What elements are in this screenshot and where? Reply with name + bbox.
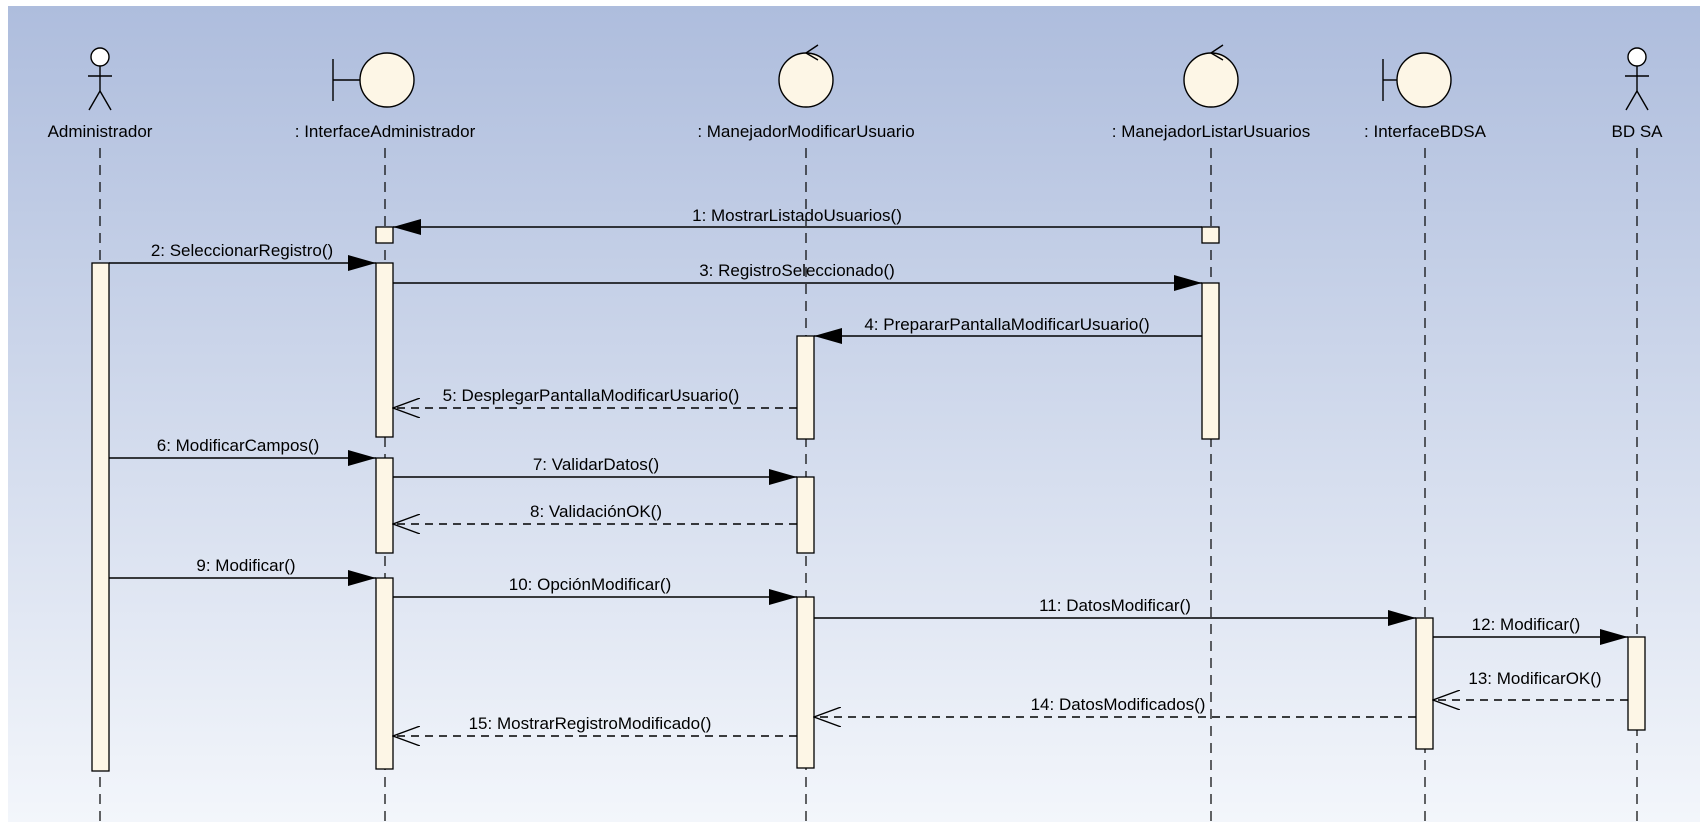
- participant-label: Administrador: [48, 122, 153, 141]
- activation-bd-sa: [1627, 636, 1646, 731]
- control-icon: [778, 44, 834, 108]
- activation-manejador-modificar-2: [796, 476, 815, 554]
- message-label-14: 14: DatosModificados(): [1031, 695, 1206, 714]
- boundary-icon: [1382, 52, 1452, 108]
- participant-label: : InterfaceAdministrador: [295, 122, 476, 141]
- activation-manejador-modificar-3: [796, 596, 815, 769]
- message-label-6: 6: ModificarCampos(): [157, 436, 320, 455]
- activation-manejador-listar-2: [1201, 282, 1220, 440]
- message-labels: 1: MostrarListadoUsuarios() 2: Seleccion…: [151, 206, 1602, 733]
- activation-manejador-modificar-1: [796, 335, 815, 440]
- participant-label: : InterfaceBDSA: [1364, 122, 1487, 141]
- participant-label: : ManejadorListarUsuarios: [1112, 122, 1310, 141]
- activation-interface-admin-3: [375, 457, 394, 554]
- actor-icon: [1625, 47, 1649, 111]
- activation-interface-admin-1: [375, 226, 394, 244]
- activations: [91, 226, 1646, 772]
- control-icon: [1183, 44, 1239, 108]
- boundary-icon: [332, 52, 415, 108]
- activation-interface-admin-2: [375, 262, 394, 438]
- activation-administrador: [91, 262, 110, 772]
- participant-manejador-modificar-usuario: : ManejadorModificarUsuario: [697, 44, 915, 822]
- message-label-5: 5: DesplegarPantallaModificarUsuario(): [443, 386, 740, 405]
- message-label-7: 7: ValidarDatos(): [533, 455, 659, 474]
- messages: [109, 219, 1628, 736]
- message-label-12: 12: Modificar(): [1472, 615, 1581, 634]
- message-label-4: 4: PrepararPantallaModificarUsuario(): [864, 315, 1149, 334]
- message-label-3: 3: RegistroSeleccionado(): [699, 261, 895, 280]
- message-label-11: 11: DatosModificar(): [1039, 596, 1191, 615]
- message-label-9: 9: Modificar(): [196, 556, 295, 575]
- activation-interface-bdsa: [1415, 617, 1434, 750]
- message-label-8: 8: ValidaciónOK(): [530, 502, 662, 521]
- activation-interface-admin-4: [375, 577, 394, 770]
- participant-manejador-listar-usuarios: : ManejadorListarUsuarios: [1112, 44, 1310, 822]
- message-label-15: 15: MostrarRegistroModificado(): [469, 714, 712, 733]
- participant-label: BD SA: [1611, 122, 1663, 141]
- message-label-10: 10: OpciónModificar(): [509, 575, 672, 594]
- message-label-13: 13: ModificarOK(): [1468, 669, 1601, 688]
- actor-icon: [88, 47, 112, 111]
- activation-manejador-listar-1: [1201, 226, 1220, 244]
- message-label-2: 2: SeleccionarRegistro(): [151, 241, 333, 260]
- message-label-1: 1: MostrarListadoUsuarios(): [692, 206, 902, 225]
- participant-label: : ManejadorModificarUsuario: [697, 122, 914, 141]
